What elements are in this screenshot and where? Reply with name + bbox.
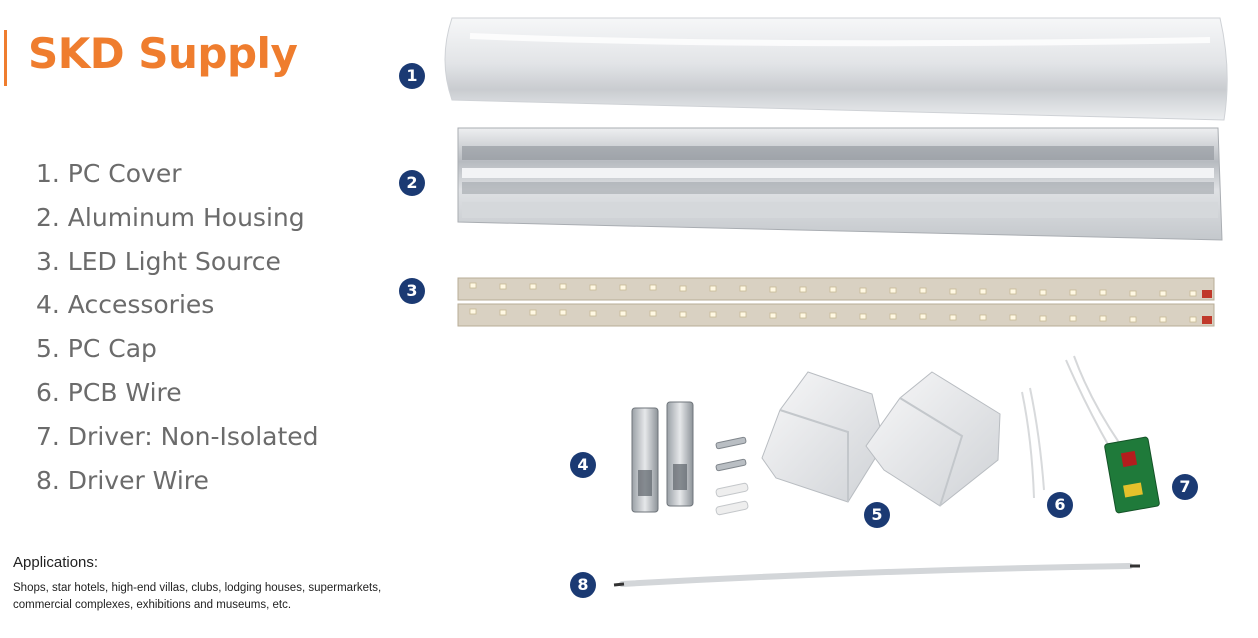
part-item-pc-cap: 5. PC Cap [36,334,157,364]
part-item-pcb-wire: 6. PCB Wire [36,377,182,407]
page-title: SKD Supply [28,29,298,78]
badge-5: 5 [864,502,890,528]
badge-2: 2 [399,170,425,196]
led-light-source-image [457,277,1215,327]
badge-7: 7 [1172,474,1198,500]
applications-title: Applications: [13,554,99,571]
badge-6: 6 [1047,492,1073,518]
pc-cap-image [761,371,1001,507]
pc-cover-image [444,17,1228,121]
parts-list: 1. PC Cover 2. Aluminum Housing 3. LED L… [36,152,319,502]
part-item-led-light-source: 3. LED Light Source [36,246,281,276]
part-item-accessories: 4. Accessories [36,290,215,320]
part-item-pc-cover: 1. PC Cover [36,159,182,188]
part-item-driver-wire: 8. Driver Wire [36,465,209,495]
part-item-aluminum-housing: 2. Aluminum Housing [36,202,305,232]
pcb-wire-image [1021,387,1045,499]
badge-4: 4 [570,452,596,478]
accessories-image [631,401,749,516]
applications-text: Shops, star hotels, high-end villas, clu… [13,582,382,611]
driver-image [1065,355,1160,514]
aluminum-housing-image [457,127,1223,241]
part-item-driver: 7. Driver: Non-Isolated [36,421,319,451]
badge-3: 3 [399,278,425,304]
badge-8: 8 [570,572,596,598]
badge-1: 1 [399,63,425,89]
title-accent-bar [4,30,7,86]
driver-wire-image [613,563,1140,587]
